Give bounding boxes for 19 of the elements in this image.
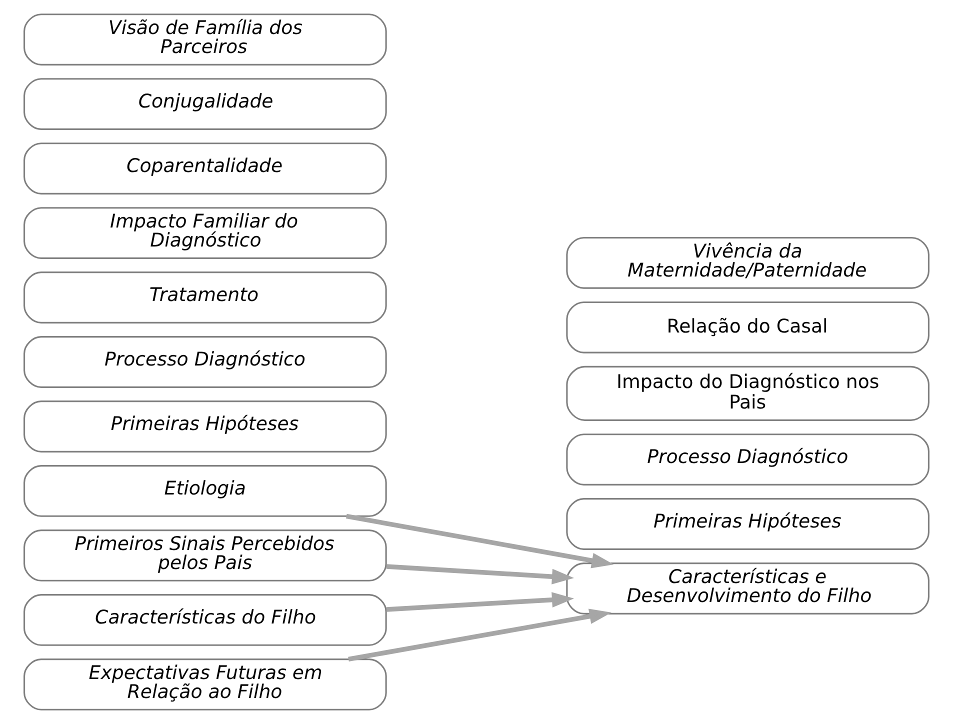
node-box: Impacto Familiar do Diagnóstico xyxy=(24,207,387,259)
node-box: Expectativas Futuras em Relação ao Filho xyxy=(24,658,387,710)
node-box: Processo Diagnóstico xyxy=(24,336,387,388)
node-box: Primeiras Hipóteses xyxy=(566,498,930,550)
arrow xyxy=(386,592,574,612)
node-box: Etiologia xyxy=(24,465,387,517)
node-box: Primeiras Hipóteses xyxy=(24,400,387,452)
node-box: Coparentalidade xyxy=(24,142,387,194)
node-box: Características do Filho xyxy=(24,594,387,646)
node-box: Relação do Casal xyxy=(566,301,930,354)
node-box: Tratamento xyxy=(24,272,387,324)
node-box: Primeiros Sinais Percebidos pelos Pais xyxy=(24,530,387,582)
node-box: Conjugalidade xyxy=(24,78,387,130)
node-box: Visão de Família dos Parceiros xyxy=(24,14,387,66)
node-box: Características e Desenvolvimento do Filho xyxy=(566,562,930,614)
node-box: Impacto do Diagnóstico nos Pais xyxy=(566,366,930,421)
node-box: Processo Diagnóstico xyxy=(566,434,930,486)
arrow xyxy=(386,564,574,584)
node-box: Vivência da Maternidade/Paternidade xyxy=(566,236,930,289)
